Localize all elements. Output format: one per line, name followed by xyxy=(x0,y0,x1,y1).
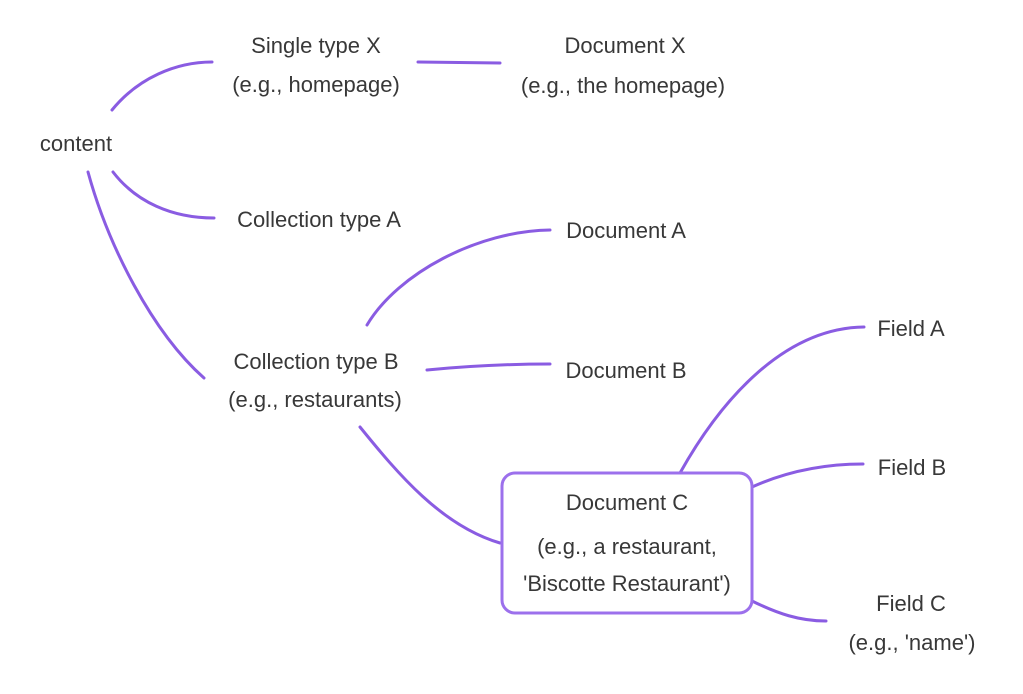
node-document-a: Document A xyxy=(566,218,686,243)
node-collection-type-a-label: Collection type A xyxy=(237,207,401,232)
node-field-a: Field A xyxy=(877,316,945,341)
edge-content-to-single-type-x xyxy=(110,60,214,112)
edge-content-to-collection-type-b xyxy=(86,170,206,380)
node-collection-type-b: Collection type B (e.g., restaurants) xyxy=(228,349,402,412)
node-field-c-line1: Field C xyxy=(876,591,946,616)
node-collection-type-b-line2: (e.g., restaurants) xyxy=(228,387,402,412)
node-document-x: Document X (e.g., the homepage) xyxy=(521,33,725,98)
node-collection-type-a: Collection type A xyxy=(237,207,401,232)
node-field-a-label: Field A xyxy=(877,316,945,341)
edge-content-to-collection-type-a xyxy=(111,170,216,220)
node-single-type-x-line1: Single type X xyxy=(251,33,381,58)
node-field-c-line2: (e.g., 'name') xyxy=(848,630,975,655)
node-document-b: Document B xyxy=(565,358,686,383)
edge-single-type-x-to-document-x xyxy=(416,60,502,65)
node-document-c-line2: (e.g., a restaurant, xyxy=(537,534,717,559)
node-document-c: Document C (e.g., a restaurant, 'Biscott… xyxy=(523,490,731,596)
edge-collection-type-b-to-document-c xyxy=(358,425,502,545)
node-content: content xyxy=(40,131,112,156)
edge-document-c-to-field-b xyxy=(750,462,865,489)
edge-document-c-to-field-c xyxy=(748,598,828,623)
edge-collection-type-b-to-document-b xyxy=(425,362,552,372)
edge-layer xyxy=(86,60,866,623)
edge-document-c-to-field-a xyxy=(678,325,866,475)
node-collection-type-b-line1: Collection type B xyxy=(233,349,398,374)
node-document-c-line3: 'Biscotte Restaurant') xyxy=(523,571,731,596)
node-document-x-line1: Document X xyxy=(564,33,685,58)
node-content-label: content xyxy=(40,131,112,156)
node-document-x-line2: (e.g., the homepage) xyxy=(521,73,725,98)
node-document-a-label: Document A xyxy=(566,218,686,243)
node-field-b: Field B xyxy=(878,455,946,480)
node-document-c-line1: Document C xyxy=(566,490,688,515)
document-c-box xyxy=(500,471,754,615)
node-single-type-x: Single type X (e.g., homepage) xyxy=(232,33,400,97)
edge-collection-type-b-to-document-a xyxy=(365,228,552,327)
node-field-b-label: Field B xyxy=(878,455,946,480)
node-field-c: Field C (e.g., 'name') xyxy=(848,591,975,655)
node-document-b-label: Document B xyxy=(565,358,686,383)
node-single-type-x-line2: (e.g., homepage) xyxy=(232,72,400,97)
